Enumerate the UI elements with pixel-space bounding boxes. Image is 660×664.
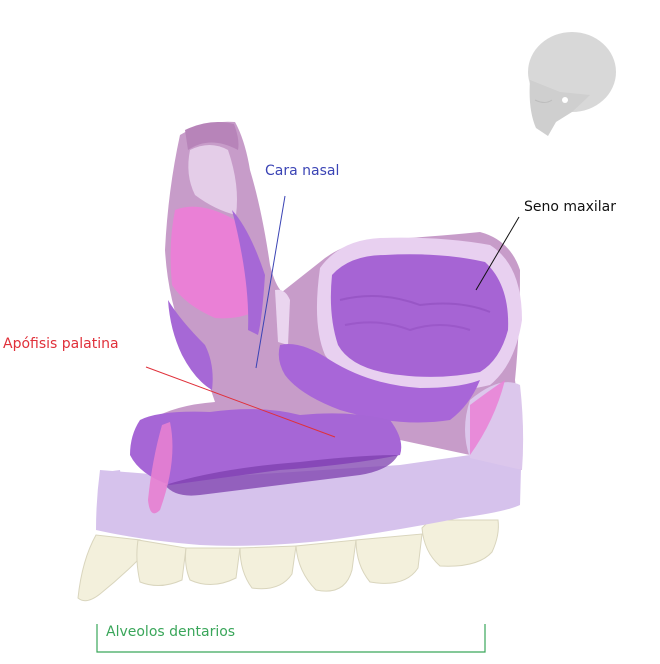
label-apofisis-palatina: Apófisis palatina [3,336,119,352]
palatine-process [130,409,402,485]
label-seno-maxilar: Seno maxilar [524,199,617,215]
seno-maxilar-leader [475,216,520,291]
frontal-process-pink [170,206,258,319]
frontal-process-stripe [232,210,265,335]
cara-nasal-leader [255,195,286,369]
alveolos-dentarios-bracket [96,624,486,653]
skull-orientation-icon [528,32,616,136]
apofisis-palatina-leader [145,366,336,438]
teeth [77,519,499,602]
label-alveolos-dentarios: Alveolos dentarios [106,624,236,640]
sinus-lower-band [278,344,480,423]
alveolar-process [96,430,522,546]
frontal-process-top [188,145,237,215]
label-cara-nasal: Cara nasal [265,163,340,179]
maxillary-sinus [330,254,509,377]
